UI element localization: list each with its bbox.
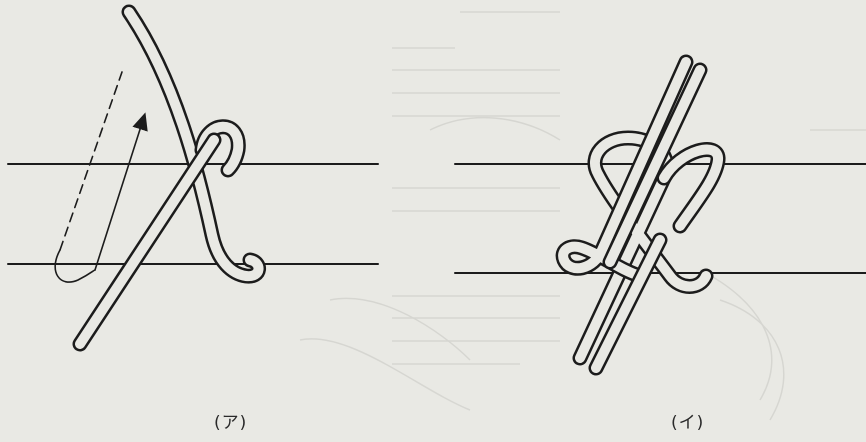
arrow-path-dashed xyxy=(59,71,123,251)
diagram-b xyxy=(454,54,866,376)
diagram-a xyxy=(7,4,379,352)
bleed-through-ghost xyxy=(299,11,866,421)
arrow-path-solid xyxy=(94,112,148,271)
arrow-tail-curve xyxy=(54,249,96,283)
caption-a: (ア) xyxy=(214,413,248,433)
caption-b: (イ) xyxy=(671,413,705,433)
